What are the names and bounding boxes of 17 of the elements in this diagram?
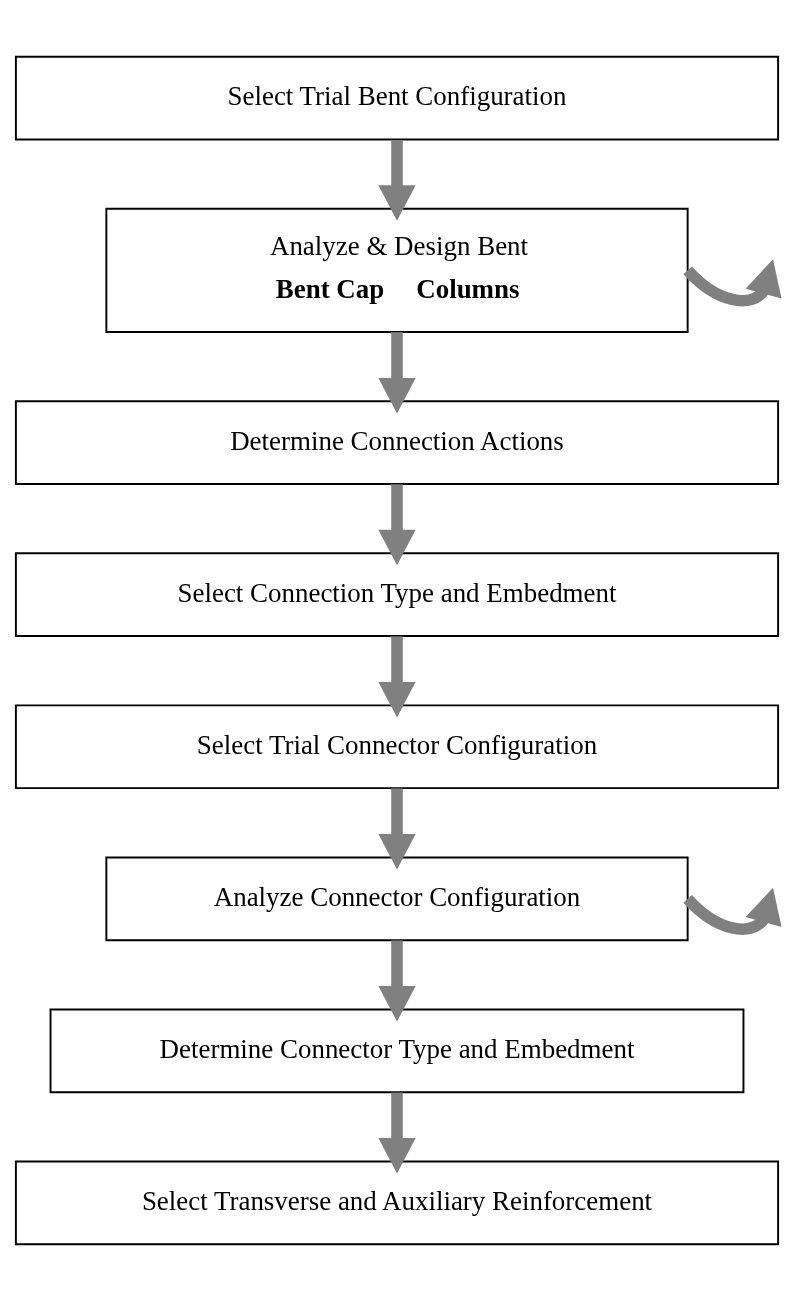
node-box: Select Trial Connector Configuration — [14, 703, 780, 789]
arrow — [378, 635, 416, 717]
node-box: Select Trial Bent Configuration — [14, 55, 780, 140]
node-box: Analyze & Design Bent Bent Cap Columns — [105, 207, 689, 333]
arrow — [378, 483, 416, 565]
node-box: Determine Connection Actions — [14, 399, 780, 485]
node-box: Determine Connector Type and Embedment — [49, 1008, 745, 1093]
arrow — [378, 1092, 416, 1174]
arrow — [378, 139, 416, 221]
node-box: Analyze Connector Configuration — [105, 855, 689, 941]
arrow — [378, 787, 416, 869]
arrow — [378, 331, 416, 413]
arrow — [378, 939, 416, 1022]
arrow — [683, 258, 782, 306]
arrow — [683, 887, 782, 935]
node-box: Select Connection Type and Embedment — [14, 551, 780, 637]
node-box: Select Transverse and Auxiliary Reinforcement — [14, 1160, 780, 1245]
